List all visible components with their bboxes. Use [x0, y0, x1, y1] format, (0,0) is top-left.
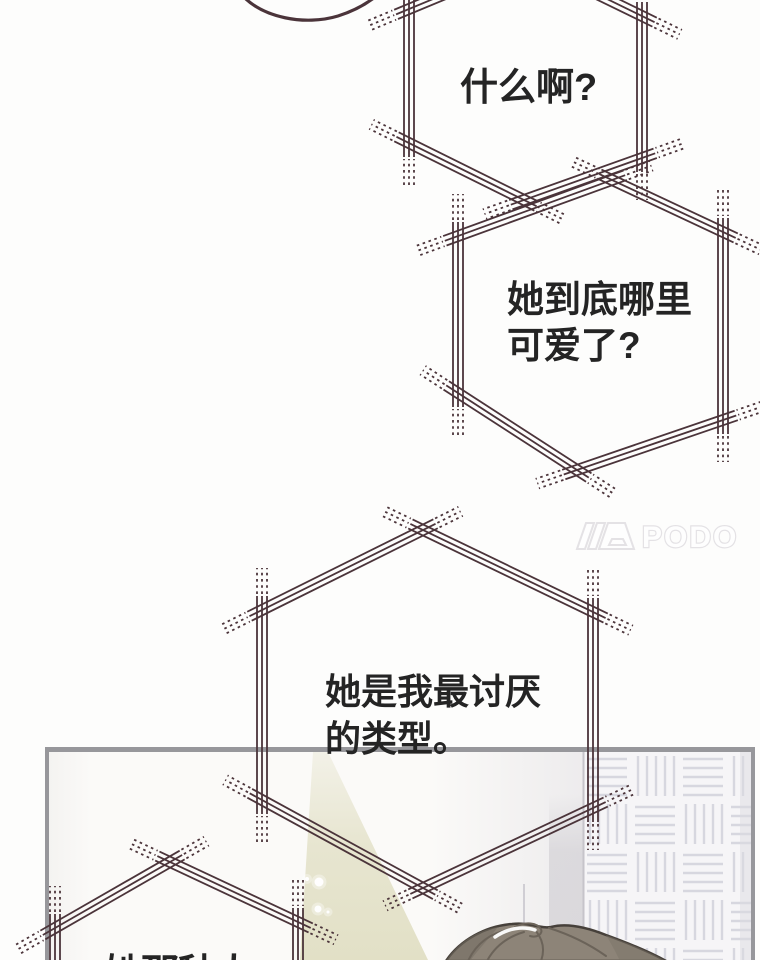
speech-bubble-3-text: 她是我最讨厌 的类型。 [325, 668, 541, 762]
speech-bubble-4-text: 她那种人 [104, 942, 253, 960]
speech-bubble-2-line1: 她到底哪里 [507, 279, 692, 320]
speech-bubble-1-text: 什么啊? [460, 67, 598, 109]
watermark-text: PODO [642, 521, 738, 554]
character-hair [445, 922, 667, 960]
speech-bubble-3-line1: 她是我最讨厌 [325, 671, 542, 712]
watermark: PODO [575, 520, 738, 555]
speech-bubble-2-line2: 可爱了? [507, 325, 641, 366]
speech-bubble-3-line2: 的类型。 [325, 718, 470, 759]
speech-bubble-2-text: 她到底哪里 可爱了? [507, 277, 692, 369]
watermark-logo-icon [575, 522, 636, 550]
